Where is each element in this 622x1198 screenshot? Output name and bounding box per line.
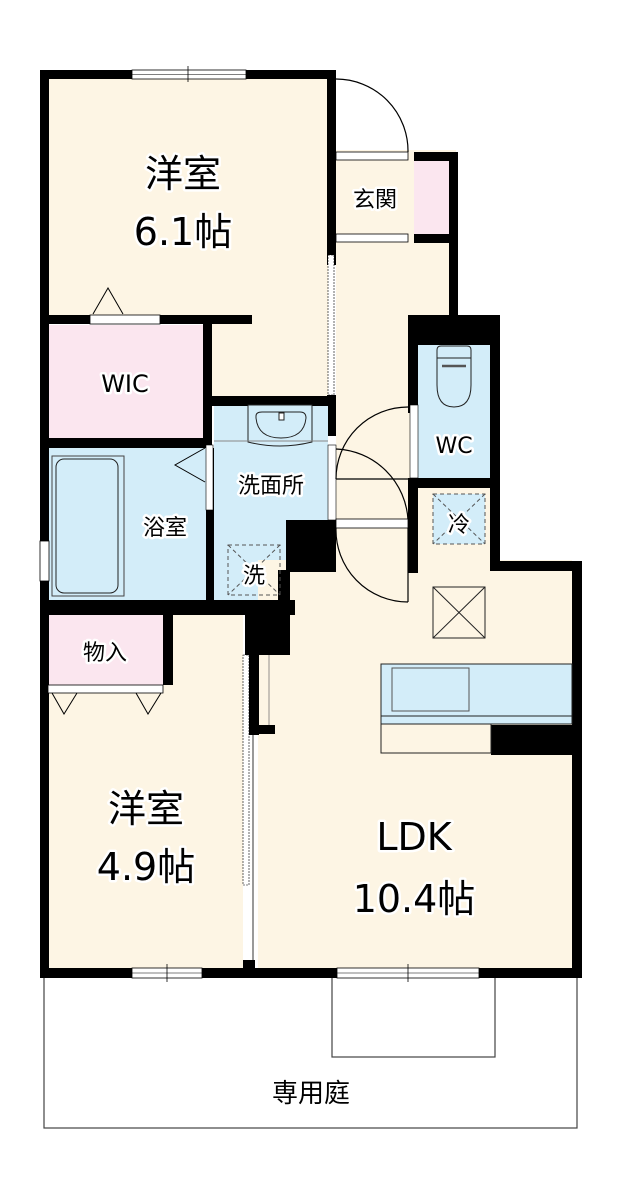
doors bbox=[47, 78, 419, 968]
fixtures bbox=[51, 345, 573, 754]
western-room-1-size: 6.1帖 bbox=[134, 210, 232, 254]
washer-label: 洗 bbox=[243, 564, 265, 589]
storage-box-x bbox=[432, 586, 486, 639]
bathroom-label: 浴室 bbox=[143, 516, 187, 541]
bathtub bbox=[55, 458, 119, 594]
fridge-label: 冷 bbox=[448, 513, 470, 538]
window-ldk-bottom bbox=[336, 964, 480, 982]
wic-label: WIC bbox=[101, 370, 149, 398]
western-room-2-floor bbox=[48, 685, 243, 968]
western-room-1-floor bbox=[48, 78, 330, 323]
toilet bbox=[436, 345, 472, 408]
front-door-swing bbox=[335, 78, 409, 153]
washroom-label: 洗面所 bbox=[238, 474, 304, 499]
western-room-2-name: 洋室 bbox=[108, 787, 184, 831]
washbasin bbox=[247, 404, 313, 447]
washing-machine-space bbox=[227, 544, 281, 596]
wic-floor bbox=[48, 325, 203, 440]
kitchen-counter bbox=[380, 663, 573, 754]
window-bathroom bbox=[39, 540, 50, 582]
walls bbox=[40, 70, 582, 978]
western-room-2-size: 4.9帖 bbox=[97, 845, 195, 889]
storage-label: 物入 bbox=[83, 641, 127, 666]
window-room2-bottom bbox=[131, 964, 203, 982]
ldk-floor bbox=[258, 560, 572, 968]
wc-label: WC bbox=[435, 434, 472, 459]
garden-deck bbox=[331, 974, 496, 1058]
entrance-floor bbox=[336, 160, 414, 235]
refrigerator-space bbox=[432, 493, 486, 545]
private-garden bbox=[43, 974, 578, 1129]
storage-floor bbox=[48, 615, 163, 685]
western-room-1-name: 洋室 bbox=[145, 152, 221, 196]
room-labels: 洋室 6.1帖 玄関 WIC WC 洗面所 浴室 洗 冷 物入 洋室 4.9帖 … bbox=[80, 150, 477, 1110]
kitchen-sink bbox=[391, 667, 470, 712]
ldk-size: 10.4帖 bbox=[353, 877, 476, 921]
shoe-storage bbox=[414, 160, 450, 235]
entrance-label: 玄関 bbox=[353, 188, 397, 213]
ldk-name: LDK bbox=[376, 815, 452, 859]
garden-label: 専用庭 bbox=[272, 1079, 350, 1109]
windows bbox=[39, 66, 480, 982]
window-room1-top bbox=[131, 66, 247, 82]
